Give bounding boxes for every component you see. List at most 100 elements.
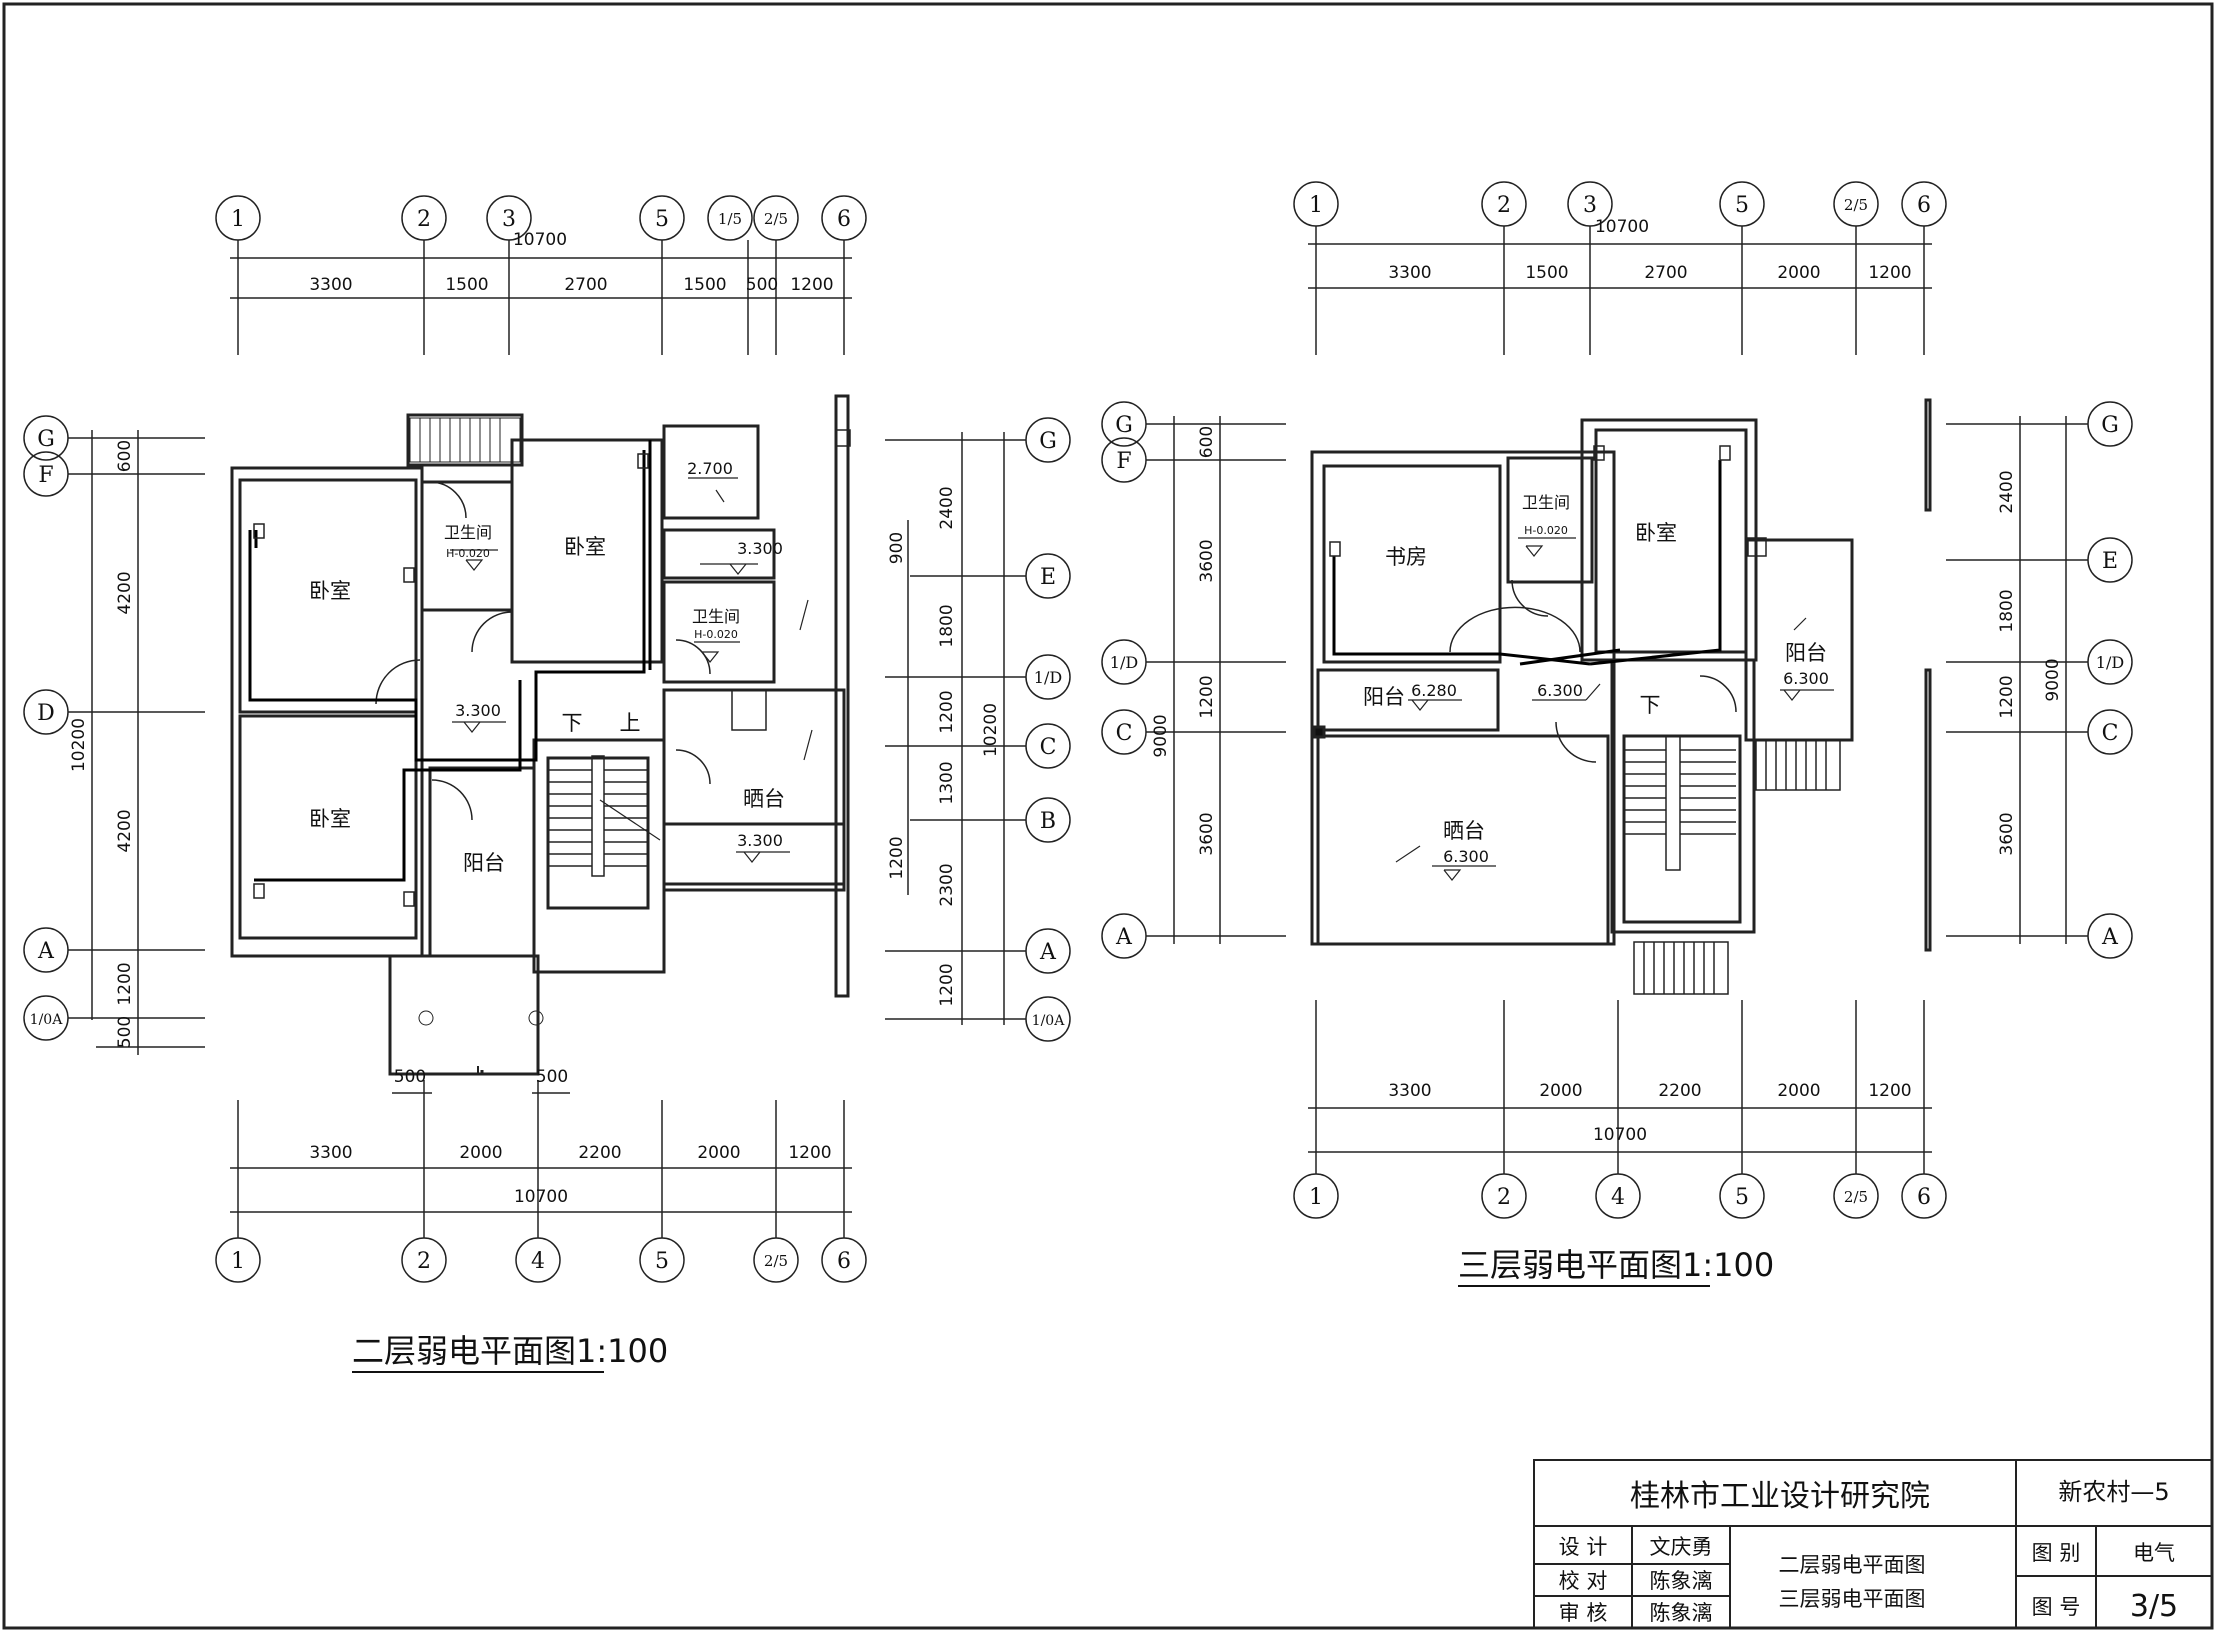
plan2-axis-right-1-0A: 1/0A	[1032, 1013, 1066, 1029]
number-value: 3/5	[2130, 1589, 2178, 1624]
plan3-top-dim-2: 1500	[1525, 263, 1568, 283]
category-label: 图 别	[2032, 1541, 2081, 1565]
plan3-indicators	[1395, 617, 1807, 863]
plan2-stair-up: 上	[620, 711, 641, 735]
plan2-axis-bottom-6: 6	[837, 1249, 851, 1274]
plan2-level-4: 3.300	[737, 831, 783, 850]
third-floor-plan	[1101, 181, 2133, 1219]
plan2-room-bedroom-1: 卧室	[309, 579, 351, 603]
plan2-bottom-dim-4: 2000	[697, 1143, 740, 1163]
plan3-axis-bottom-2: 2	[1497, 1185, 1511, 1210]
plan3-room-study: 书房	[1385, 545, 1427, 569]
plan2-hatch	[409, 417, 544, 1026]
plan2-top-dim-1: 3300	[309, 275, 352, 295]
plan2-bottom-dim-5: 1200	[788, 1143, 831, 1163]
plan2-axis-top-6: 2/5	[764, 210, 788, 228]
plan3-bottom-dim-2: 2000	[1539, 1081, 1582, 1101]
plan2-left-total: 10200	[69, 718, 89, 772]
plan2-room-terrace: 晒台	[743, 787, 785, 811]
plan2-level-3: 3.300	[455, 701, 501, 720]
drawing-name-2: 三层弱电平面图	[1779, 1587, 1926, 1611]
plan3-wiring	[1332, 460, 1722, 666]
plan2-right-total: 10200	[981, 703, 1001, 757]
plan3-axis-top-6: 6	[1917, 193, 1931, 218]
plan3-axis-top-5: 5	[1735, 193, 1749, 218]
plan3-bottom-dim-1: 3300	[1388, 1081, 1431, 1101]
plan2-bottom-total: 10700	[514, 1187, 568, 1207]
plan2-axis-left-D: D	[37, 701, 55, 726]
plan2-bottom-dim-1: 3300	[309, 1143, 352, 1163]
plan3-bottom-dim-4: 2000	[1777, 1081, 1820, 1101]
plan2-left-dim-4: 1200	[115, 962, 135, 1005]
plan2-top-dim-6: 1200	[790, 275, 833, 295]
plan3-left-total: 9000	[1151, 714, 1171, 757]
plan3-level-stair: 6.300	[1537, 681, 1583, 700]
category-value: 电气	[2133, 1541, 2175, 1565]
plan3-right-total: 9000	[2043, 658, 2063, 701]
plan2-level-marks	[450, 477, 790, 863]
plan3-axis-bottom-1: 1	[1309, 1185, 1323, 1210]
plan2-labels: 1 2 3 5 1/5 2/5 6 10700 3300 1500 2700 1…	[30, 207, 1066, 1373]
plan3-top-dim-3: 2700	[1644, 263, 1687, 283]
plan3-title: 三层弱电平面图1:100	[1458, 1246, 1774, 1284]
plan2-axis-right-B: B	[1040, 809, 1056, 834]
plan2-axis-top-3: 3	[502, 207, 516, 232]
plan2-walls	[230, 394, 850, 1076]
plan2-axis-right-C: C	[1040, 735, 1057, 760]
plan3-level-balcony-1: 6.280	[1411, 681, 1457, 700]
plan3-left-dim-3: 1200	[1197, 675, 1217, 718]
plan3-top-dim-5: 1200	[1868, 263, 1911, 283]
plan2-top-dim-5: 500	[746, 275, 778, 295]
plan2-level-wc-2: H-0.020	[694, 628, 738, 641]
plan3-axis-left-A: A	[1115, 925, 1133, 950]
plan3-axis-right-E: E	[2102, 549, 2118, 574]
plan2-left-dim-5: 500	[115, 1016, 135, 1048]
plan2-top-axes	[215, 195, 867, 355]
plan2-right-inner-1: 900	[887, 532, 907, 564]
plan3-axis-right-C: C	[2102, 721, 2119, 746]
plan2-left-axes	[23, 415, 205, 1055]
plan3-top-dim-1: 3300	[1388, 263, 1431, 283]
plan2-right-dim-5: 2300	[937, 863, 957, 906]
plan2-level-2: 3.300	[737, 539, 783, 558]
plan2-top-dim-2: 1500	[445, 275, 488, 295]
plan3-axis-left-G: G	[1115, 413, 1133, 438]
plan3-axis-top-2-5: 2/5	[1844, 196, 1868, 214]
plan2-room-wc-2: 卫生间	[692, 607, 740, 626]
plan3-right-dim-2: 1800	[1997, 589, 2017, 632]
plan3-level-balcony-2: 6.300	[1783, 669, 1829, 688]
plan3-left-axes	[1101, 401, 1286, 959]
plan2-axis-left-F: F	[38, 463, 53, 488]
plan3-level-wc: H-0.020	[1524, 524, 1568, 537]
plan2-room-bedroom-3: 卧室	[564, 535, 606, 559]
plan2-axis-bottom-2-5: 2/5	[764, 1252, 788, 1270]
plan3-axis-bottom-6: 6	[1917, 1185, 1931, 1210]
plan2-doors	[375, 481, 711, 821]
plan3-axis-right-1D: 1/D	[2096, 653, 2124, 672]
plan3-axis-bottom-4: 4	[1611, 1185, 1625, 1210]
plan2-axis-right-E: E	[1040, 565, 1056, 590]
plan2-axis-left-A: A	[37, 939, 55, 964]
row-name-review: 陈象漓	[1650, 1601, 1713, 1625]
plan3-doors	[1449, 579, 1737, 763]
plan3-outlets	[1329, 445, 1767, 557]
row-name-design: 文庆勇	[1650, 1535, 1713, 1559]
plan3-axis-right-G: G	[2101, 413, 2119, 438]
plan3-axis-bottom-2-5: 2/5	[1844, 1188, 1868, 1206]
plan3-room-bedroom: 卧室	[1635, 521, 1677, 545]
plan3-right-dim-1: 2400	[1997, 470, 2017, 513]
plan3-left-dim-1: 600	[1197, 426, 1217, 458]
plan3-level-terrace: 6.300	[1443, 847, 1489, 866]
plan3-top-axes	[1293, 181, 1947, 355]
plan3-axis-left-1D: 1/D	[1110, 653, 1138, 672]
plan3-axis-top-1: 1	[1309, 193, 1323, 218]
plan2-axis-top-5: 1/5	[718, 210, 742, 228]
plan2-axis-right-1D: 1/D	[1034, 668, 1062, 687]
plan2-right-inner-2: 1200	[887, 836, 907, 879]
plan3-stair-down: 下	[1640, 693, 1661, 717]
plan2-bottom-small-1: 500	[394, 1067, 426, 1087]
plan2-room-balcony: 阳台	[463, 851, 505, 875]
plan3-walls	[1310, 398, 1932, 952]
